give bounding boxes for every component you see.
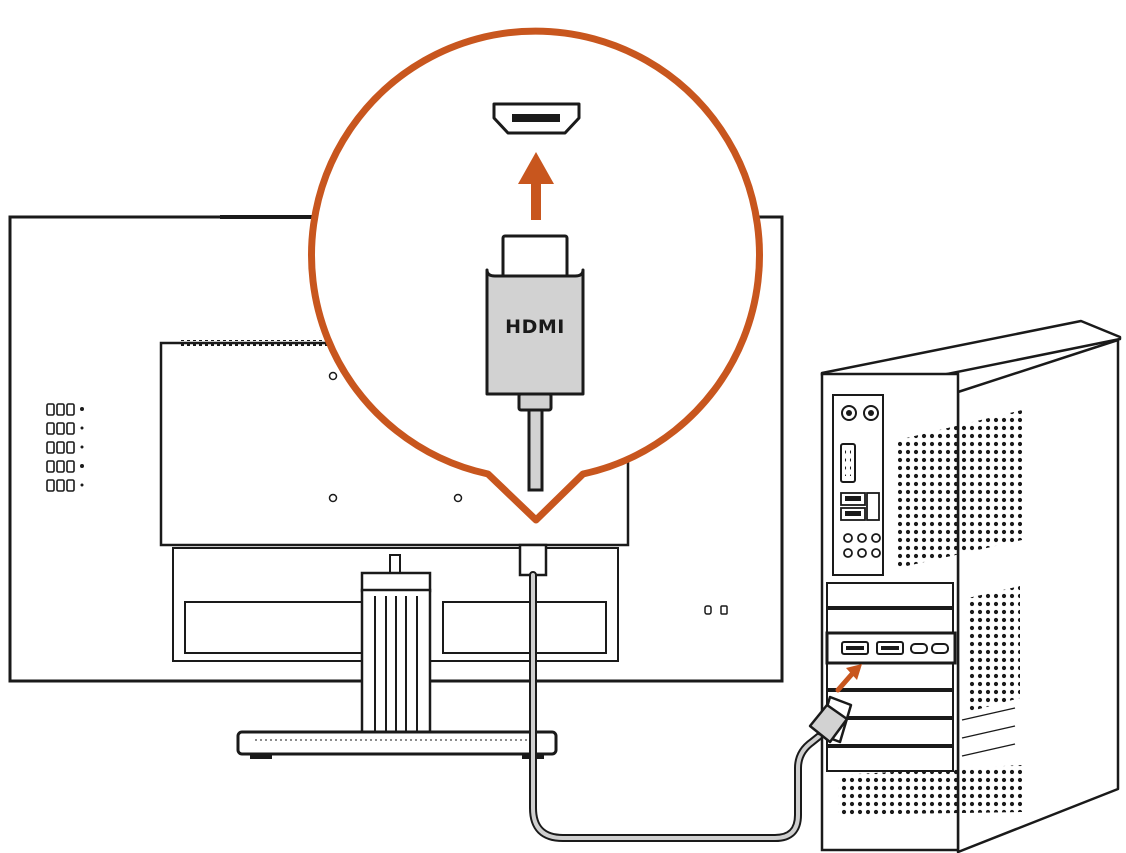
hdmi-cable [529, 571, 826, 842]
pc-hdmi-plug [808, 695, 853, 744]
monitor-control-buttons [46, 403, 84, 492]
hdmi-port-icon [492, 102, 581, 135]
pc-expansion-slots [826, 582, 954, 772]
zoom-callout: HDMI [308, 27, 763, 524]
arrow-up-right-icon [835, 664, 862, 693]
pc-tower [808, 319, 1122, 853]
pc-graphics-card-outputs [825, 631, 957, 665]
pc-io-shield [832, 394, 884, 576]
arrow-up-icon [518, 152, 554, 220]
hdmi-plug-icon: HDMI [485, 234, 585, 492]
monitor-stand [236, 554, 558, 759]
hdmi-plug-label: HDMI [505, 316, 565, 338]
